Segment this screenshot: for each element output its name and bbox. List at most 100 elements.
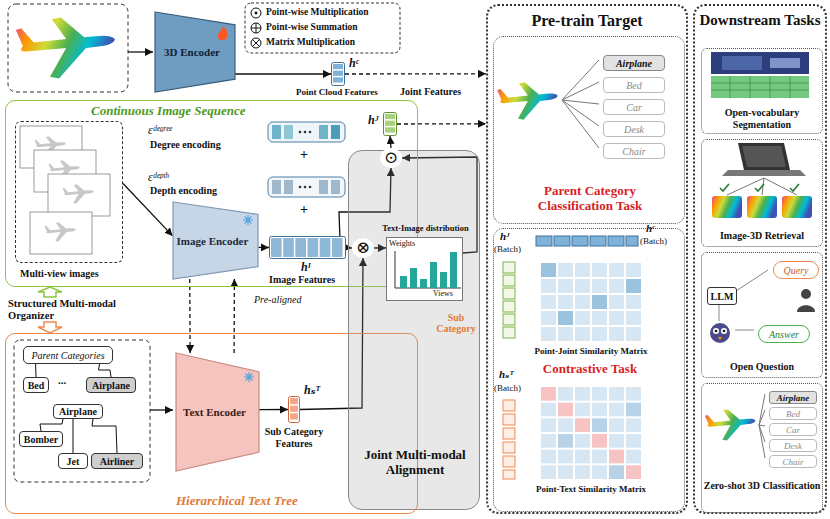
feature-vector xyxy=(333,77,343,82)
node-text: Bomber xyxy=(24,434,58,445)
similarity-matrix xyxy=(626,279,641,293)
tree-node: Jet xyxy=(58,453,88,469)
legend-box xyxy=(245,3,400,53)
similarity-matrix xyxy=(541,465,556,479)
node-text: Hierarchical Text Tree xyxy=(176,493,298,509)
similarity-matrix xyxy=(575,295,590,309)
batch-vectors xyxy=(503,275,515,286)
text-holder: Query xyxy=(774,262,818,278)
downstream-task: Open QuestionQueryLLMAnswer xyxy=(701,252,823,378)
node-text: ⊗ xyxy=(356,239,370,257)
node-text: Open-vocabulary Segmentation xyxy=(702,107,822,131)
similarity-matrix xyxy=(592,403,607,417)
legend-text: Point-wise Multiplication xyxy=(266,7,369,17)
encoder-block: Text Encoder xyxy=(176,353,259,471)
annotation-label: (Batch) xyxy=(494,383,521,393)
batch-vectors xyxy=(503,236,638,479)
annotation-label: ... xyxy=(58,374,66,386)
similarity-matrix: Point-Text Similarity Matrix xyxy=(539,385,643,481)
node-text: Image-3D Retrieval xyxy=(702,230,822,241)
similarity-matrix xyxy=(609,434,624,448)
text-holder: Airplane xyxy=(770,392,816,403)
annotation-label: (Batch) xyxy=(640,236,667,246)
batch-vectors xyxy=(503,470,515,479)
retrieval-figure xyxy=(722,170,806,176)
text-holder: Jet xyxy=(59,454,87,468)
similarity-matrix xyxy=(558,279,573,293)
tree-node: Bomber xyxy=(19,431,63,447)
depth-encoding-vectors xyxy=(331,180,340,194)
tree-node: Airplane xyxy=(86,377,136,393)
similarity-matrix xyxy=(626,263,641,277)
node-text: Contrastive Task xyxy=(534,361,646,377)
feature-vector xyxy=(295,238,306,257)
legend-box xyxy=(251,38,261,48)
degree-encoding-vectors xyxy=(304,131,307,134)
open-question-figure xyxy=(721,328,727,334)
encoder-block xyxy=(155,12,235,92)
similarity-matrix xyxy=(575,450,590,464)
similarity-matrix xyxy=(558,450,573,464)
tree-node: Airplane xyxy=(53,404,103,419)
segmentation-figure xyxy=(722,56,762,70)
tree-node: Parent Categories xyxy=(23,346,113,364)
batch-vectors xyxy=(503,400,515,411)
similarity-matrix xyxy=(626,450,641,464)
segmentation-figure xyxy=(770,58,800,68)
batch-vectors xyxy=(503,456,515,467)
batch-vectors xyxy=(503,442,515,453)
similarity-matrix xyxy=(609,450,624,464)
distribution-chart xyxy=(400,276,407,288)
feature-vector xyxy=(288,396,300,423)
open-question-figure xyxy=(715,330,718,333)
encoder-block xyxy=(218,26,228,40)
text-holder: ⊗ xyxy=(352,238,374,258)
zero-shot-figure xyxy=(705,409,755,440)
distribution-chart xyxy=(440,272,447,288)
similarity-matrix xyxy=(575,434,590,448)
segmentation-figure xyxy=(711,76,809,98)
similarity-matrix xyxy=(558,327,573,341)
similarity-matrix xyxy=(626,295,641,309)
segmentation-figure xyxy=(711,76,809,98)
text-holder: Desk xyxy=(604,122,664,136)
degree-encoding-vectors xyxy=(299,131,302,134)
similarity-matrix xyxy=(626,311,641,325)
annotation-label: Structured Multi-modal Organizer xyxy=(8,298,133,322)
downstream-task: Open-vocabulary Segmentation xyxy=(701,48,823,134)
text-holder: Airplane xyxy=(604,56,664,70)
similarity-matrix xyxy=(575,327,590,341)
text-holder: Bed xyxy=(770,408,816,419)
feature-vector xyxy=(269,236,346,259)
feature-vector xyxy=(283,238,294,257)
depth-encoding-vectors xyxy=(299,186,302,189)
annotation-label: + xyxy=(300,202,308,218)
similarity-matrix xyxy=(592,263,607,277)
connector xyxy=(35,364,36,377)
category-box: Bed xyxy=(603,77,665,93)
similarity-matrix xyxy=(575,263,590,277)
encoder-block xyxy=(244,372,254,382)
node-text: Zero-shot 3D Classification xyxy=(702,480,822,492)
text-holder: Text Encoder xyxy=(176,353,259,471)
text-holder: Image Encoder xyxy=(173,202,259,279)
similarity-matrix xyxy=(626,418,641,432)
similarity-matrix xyxy=(626,403,641,417)
text-holder: Car xyxy=(770,424,816,435)
tree-node: Bed xyxy=(23,377,49,393)
similarity-matrix xyxy=(541,403,556,417)
similarity-matrix xyxy=(558,263,573,277)
similarity-matrix xyxy=(541,387,556,401)
text-holder: Chair xyxy=(770,456,816,467)
input-point-cloud xyxy=(16,17,115,78)
similarity-matrix xyxy=(592,465,607,479)
connector xyxy=(233,279,235,353)
legend-box xyxy=(251,8,261,18)
similarity-matrix xyxy=(592,327,607,341)
category-box: Desk xyxy=(769,439,817,452)
depth-encoding-vectors xyxy=(272,180,281,194)
encoder-block xyxy=(243,215,253,225)
node-text: Airliner xyxy=(100,456,134,467)
similarity-matrix xyxy=(558,295,573,309)
